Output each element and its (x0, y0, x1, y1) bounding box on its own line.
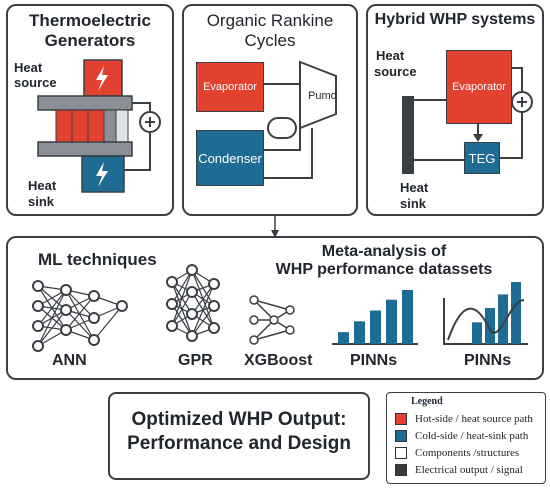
hybrid-diagram (402, 67, 533, 174)
connector-arrow (271, 216, 279, 238)
orc-pump-shape (299, 60, 337, 130)
orc-pump-label: Pumo (308, 90, 337, 102)
legend-swatch-cold (395, 430, 407, 442)
teg-diagram (37, 59, 161, 193)
orc-condenser-label: Condenser (198, 150, 262, 166)
teg-wire (124, 132, 151, 171)
hybrid-heat-source-label-1: Heat (376, 48, 405, 63)
legend: Legend Hot-side / heat source path Cold-… (386, 392, 546, 484)
pinn-bar (370, 310, 381, 344)
hybrid-wire (498, 112, 523, 159)
ml-title: ML techniques (38, 250, 157, 269)
legend-label-hot: Hot-side / heat source path (415, 413, 533, 425)
ml-label-xgboost: XGBoost (244, 352, 313, 369)
pinn-bar (354, 321, 365, 344)
pinn-curve-bar (511, 282, 521, 344)
output-line2: Performance and Design (127, 433, 351, 454)
orc-evaporator-label: Evaporator (203, 81, 257, 93)
orc-diagram (264, 60, 337, 179)
legend-swatch-hot (395, 413, 407, 425)
ml-label-pinns-2: PINNs (464, 352, 512, 369)
meta-title-line2: WHP performance datassets (275, 261, 493, 278)
hybrid-wire (510, 67, 523, 92)
legend-item-electrical: Electrical output / signal (395, 464, 523, 476)
teg-heat-source-label-2: source (14, 75, 57, 90)
pinn-curve-bar (472, 322, 482, 344)
legend-item-cold: Cold-side / heat-sink path (395, 430, 528, 442)
teg-wire (132, 102, 151, 112)
teg-cold-block (81, 155, 125, 193)
gpr-icon (166, 264, 220, 342)
legend-label-cold: Cold-side / heat-sink path (415, 430, 529, 442)
pinn-bar (402, 290, 413, 344)
output-line1: Optimized WHP Output: (131, 409, 347, 430)
hybrid-heat-source-bar (402, 96, 414, 174)
hybrid-heat-sink-label-1: Heat (400, 180, 429, 195)
xgboost-icon (249, 295, 295, 345)
teg-heat-sink-label-1: Heat (28, 178, 57, 193)
legend-title: Legend (411, 396, 443, 407)
pinn-bar (386, 299, 397, 344)
pinn-curve-bar (485, 308, 495, 344)
hybrid-evaporator: Evaporator (446, 50, 512, 124)
legend-swatch-components (395, 447, 407, 459)
ann-icon (32, 280, 128, 352)
hybrid-title: Hybrid WHP systems (374, 11, 536, 28)
legend-item-components: Components /structures (395, 447, 519, 459)
teg-heat-source-label-1: Heat (14, 60, 43, 75)
lightning-icon (96, 66, 108, 91)
teg-title-line1: Thermoelectric (29, 11, 151, 30)
legend-item-hot: Hot-side / heat source path (395, 413, 533, 425)
teg-title-line2: Generators (44, 31, 136, 50)
legend-swatch-electrical (395, 464, 407, 476)
orc-title-line1: Organic Rankine (206, 11, 334, 30)
hybrid-heat-sink-label-2: sink (400, 196, 427, 211)
ml-label-gpr: GPR (178, 352, 213, 369)
ml-techniques-diagram (32, 264, 528, 352)
orc-condenser: Condenser (196, 130, 264, 186)
legend-label-components: Components /structures (415, 447, 520, 459)
pinn-curve-bar (498, 294, 508, 344)
pinn-bar (338, 332, 349, 344)
orc-valve (267, 117, 297, 139)
output-panel (108, 392, 370, 480)
teg-heat-sink-label-2: sink (28, 194, 55, 209)
orc-pipe (264, 128, 313, 179)
orc-pipe (264, 128, 301, 151)
pinn-curve (447, 299, 525, 341)
orc-title-line2: Cycles (244, 31, 296, 50)
hybrid-teg: TEG (464, 142, 500, 174)
ml-label-ann: ANN (52, 352, 87, 369)
lightning-icon (96, 162, 108, 187)
legend-label-electrical: Electrical output / signal (415, 464, 523, 476)
meta-title-line1: Meta-analysis of (321, 243, 447, 260)
ml-panel (6, 236, 544, 380)
hybrid-teg-label: TEG (468, 150, 496, 166)
hybrid-heat-source-label-2: source (374, 64, 417, 79)
ml-label-pinns-1: PINNs (350, 352, 398, 369)
orc-evaporator: Evaporator (196, 62, 264, 112)
hybrid-evaporator-label: Evaporator (452, 81, 506, 93)
